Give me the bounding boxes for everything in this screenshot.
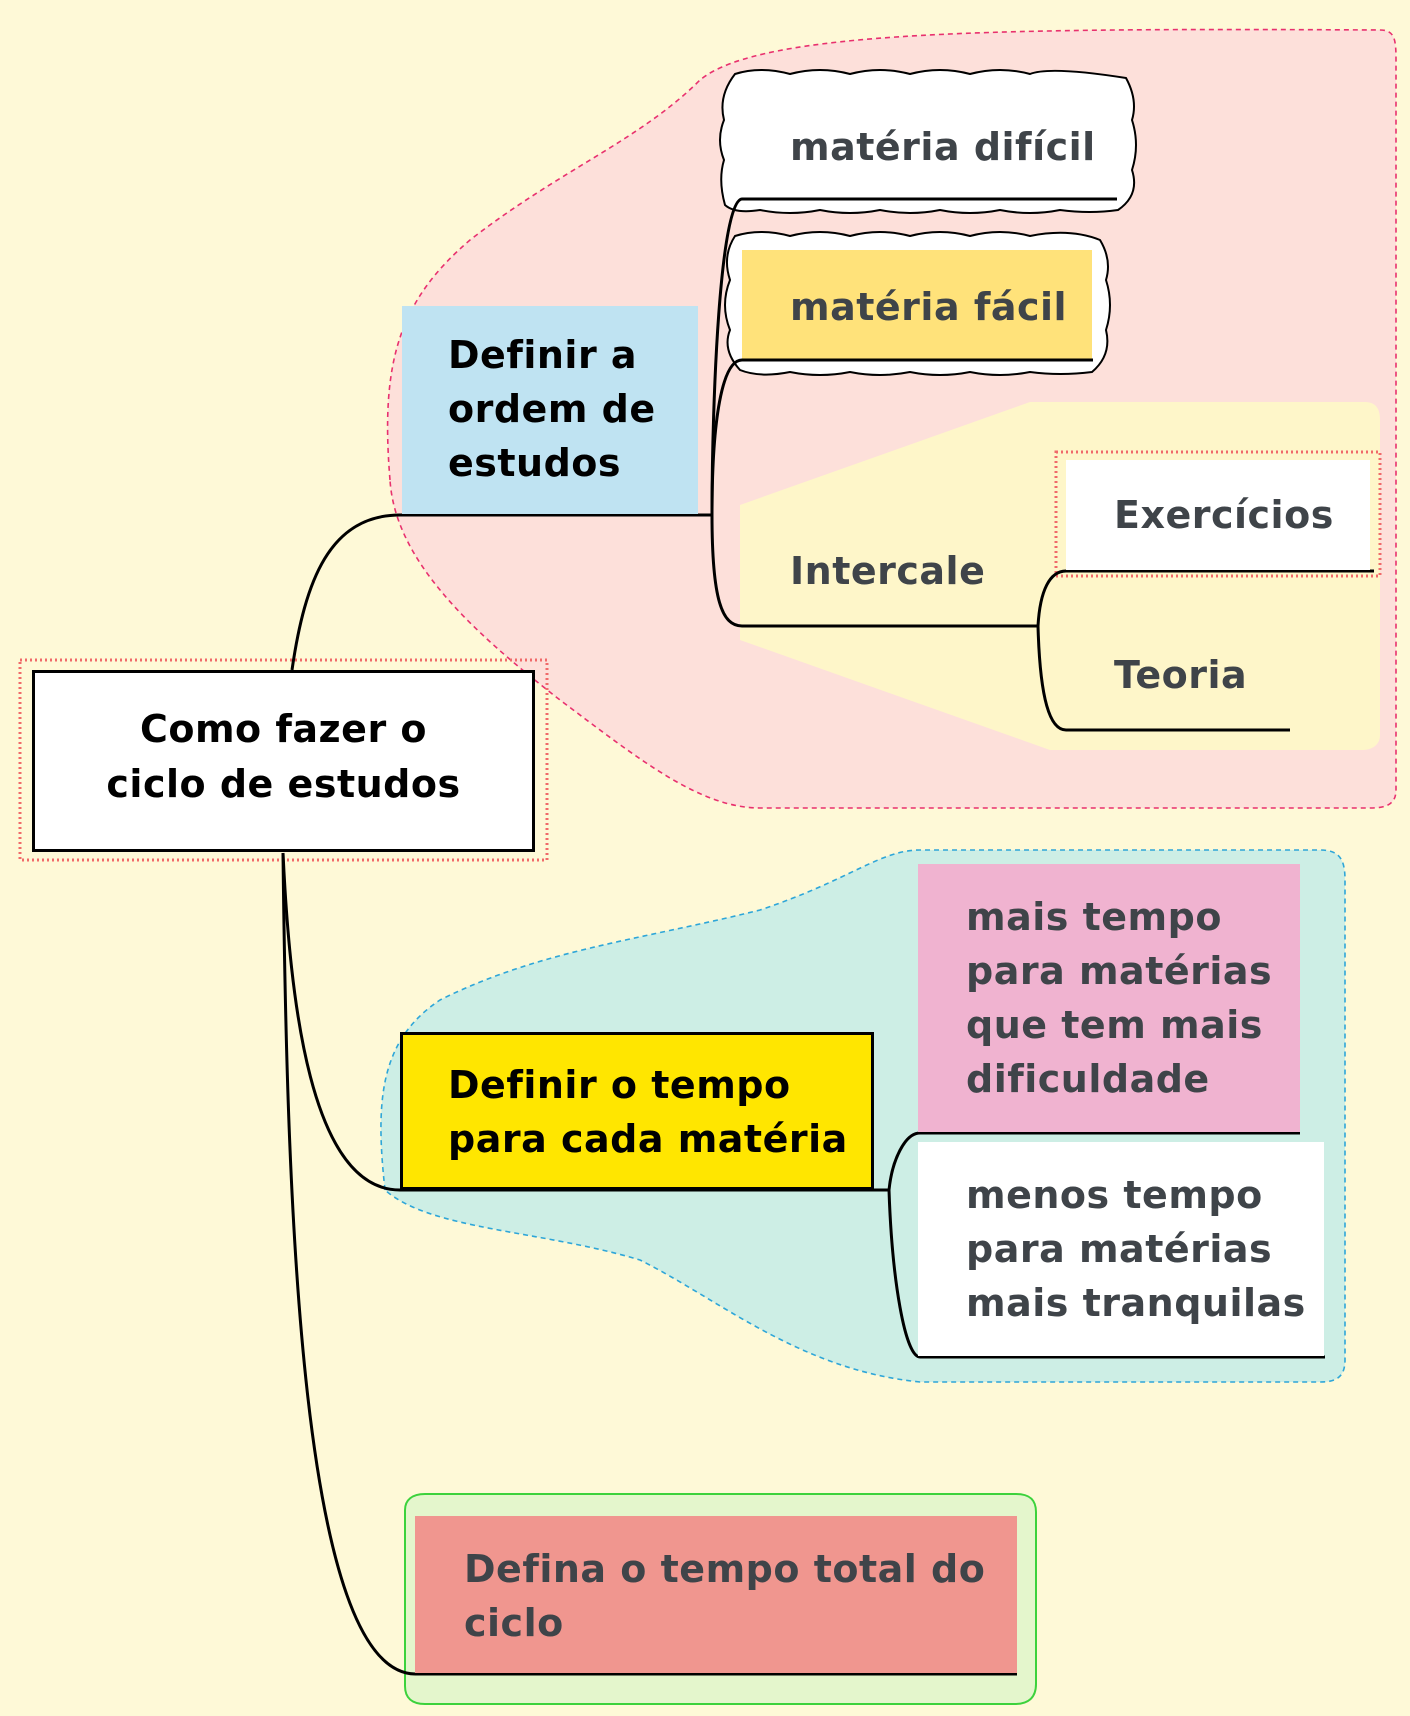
- topic-ordem-de-estudos[interactable]: [402, 306, 698, 514]
- node-intercale[interactable]: Intercale: [790, 549, 986, 593]
- connector-ordem-intercale: [710, 514, 1038, 628]
- node-menos-tempo-label: menos tempo para matérias mais tranquila…: [966, 1173, 1306, 1325]
- node-teoria[interactable]: Teoria: [1114, 653, 1248, 697]
- connector-intercale-exercicios: [1036, 569, 1374, 627]
- exercicios-frame: [1054, 450, 1382, 578]
- node-materia-facil[interactable]: matéria fácil: [790, 285, 1068, 329]
- topic-tempo-por-materia[interactable]: [400, 1032, 874, 1190]
- node-mais-tempo-label: mais tempo para matérias que tem mais di…: [966, 895, 1273, 1101]
- connector-central-tempo: [281, 852, 401, 1192]
- facil-fill: [742, 250, 1092, 360]
- node-menos-tempo[interactable]: [918, 1142, 1324, 1356]
- central-topic[interactable]: [32, 670, 535, 852]
- cloud-materia-dificil: [719, 69, 1137, 214]
- node-mais-tempo[interactable]: [918, 864, 1300, 1132]
- central-topic-label: Como fazer o ciclo de estudos: [106, 707, 461, 806]
- connector-intercale-teoria: [1036, 625, 1290, 732]
- connector-tempo-menos: [887, 1189, 1325, 1359]
- node-materia-dificil[interactable]: matéria difícil: [790, 125, 1096, 169]
- connector-ordem-facil: [710, 358, 1093, 516]
- connector-central-total: [281, 852, 416, 1676]
- topic-tempo-total[interactable]: [415, 1516, 1017, 1673]
- node-exercicios-label: Exercícios: [1114, 493, 1334, 537]
- connector-central-ordem: [290, 513, 401, 671]
- node-exercicios[interactable]: [1066, 460, 1370, 570]
- topic-tempo-label: Definir o tempo para cada matéria: [448, 1063, 848, 1161]
- topic-tempo-total-label: Defina o tempo total do ciclo: [464, 1547, 986, 1645]
- connector-tempo-mais: [887, 1131, 1300, 1191]
- topic-ordem-label: Definir a ordem de estudos: [448, 333, 656, 485]
